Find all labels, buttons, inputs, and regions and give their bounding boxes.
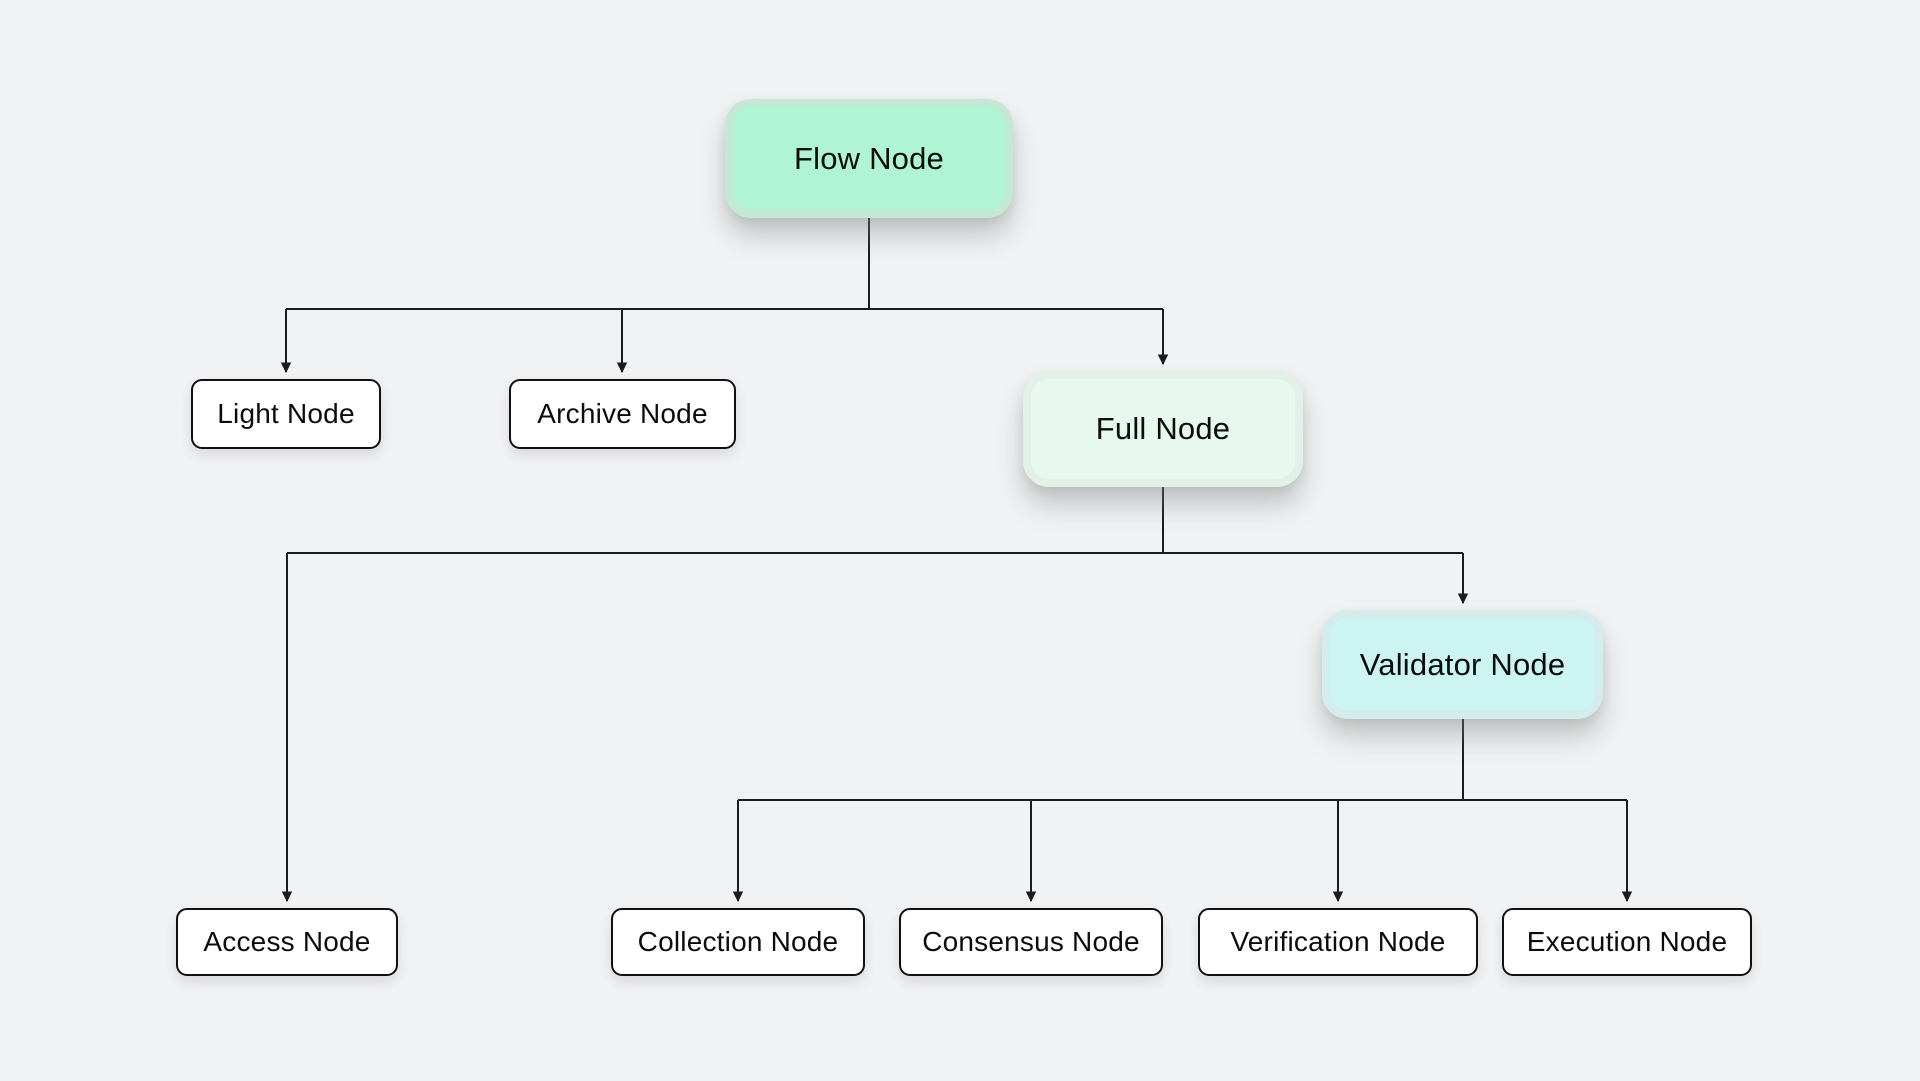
node-collection-label: Collection Node: [637, 926, 839, 957]
node-verification: Verification Node: [1198, 908, 1478, 976]
node-light: Light Node: [191, 379, 381, 449]
node-archive: Archive Node: [509, 379, 736, 449]
node-flow-label: Flow Node: [794, 140, 944, 176]
node-archive-label: Archive Node: [537, 398, 708, 429]
node-access-label: Access Node: [203, 926, 371, 957]
node-consensus-label: Consensus Node: [922, 926, 1140, 957]
node-light-label: Light Node: [217, 398, 355, 429]
node-flow: Flow Node: [725, 99, 1013, 218]
node-access: Access Node: [176, 908, 398, 976]
node-validator-label: Validator Node: [1359, 646, 1566, 682]
node-execution-label: Execution Node: [1526, 926, 1728, 957]
node-consensus: Consensus Node: [899, 908, 1163, 976]
node-verification-label: Verification Node: [1230, 926, 1446, 957]
node-full: Full Node: [1023, 371, 1303, 487]
node-execution: Execution Node: [1502, 908, 1752, 976]
node-validator: Validator Node: [1322, 610, 1603, 719]
node-collection: Collection Node: [611, 908, 865, 976]
node-full-label: Full Node: [1095, 411, 1231, 446]
